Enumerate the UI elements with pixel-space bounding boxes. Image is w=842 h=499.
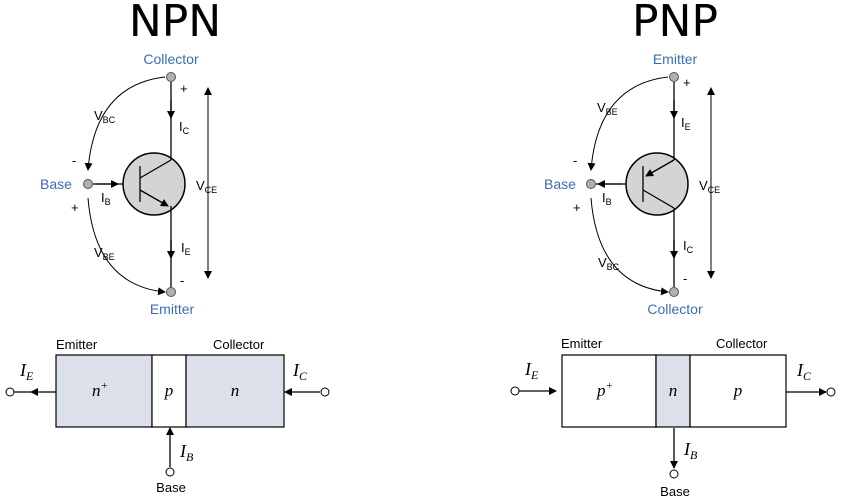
pnp-block-collector-label: Collector (716, 336, 768, 351)
npn-title: NPN (129, 0, 221, 47)
svg-text:IE: IE (181, 240, 191, 257)
npn-region-n-plus (55, 354, 153, 428)
pnp-region-n (655, 354, 691, 428)
npn-block-base-label: Base (156, 480, 186, 495)
svg-text:VCE: VCE (699, 178, 720, 195)
svg-text:IE: IE (681, 115, 691, 132)
npn-vbc-arc (84, 76, 166, 171)
svg-text:IE: IE (524, 359, 539, 382)
svg-text:-: - (180, 273, 184, 288)
npn-block-collector-label: Collector (213, 337, 265, 352)
svg-text:+: + (180, 81, 188, 96)
npn-block-emitter-label: Emitter (56, 337, 98, 352)
pnp-title: PNP (632, 0, 718, 47)
pnp-transistor-body (625, 152, 689, 216)
svg-text:-: - (573, 153, 577, 168)
svg-text:n+: n+ (92, 380, 108, 400)
svg-text:IC: IC (292, 360, 308, 383)
svg-text:IB: IB (602, 190, 612, 207)
npn-emitter-label: Emitter (150, 301, 195, 317)
npn-transistor-body (122, 152, 186, 216)
npn-block-diagram: Emitter Collector n+ p n IE IC IB Base (5, 337, 330, 495)
svg-text:n: n (231, 381, 240, 400)
pnp-base-label: Base (544, 176, 576, 192)
pnp-collector-label: Collector (647, 301, 703, 317)
pnp-vbe-arc (587, 76, 669, 171)
svg-text:VBC: VBC (94, 108, 116, 125)
pnp-block-emitter-label: Emitter (561, 336, 603, 351)
npn-emitter-terminal (166, 287, 176, 297)
svg-text:+: + (71, 200, 79, 215)
svg-text:p+: p+ (596, 380, 613, 400)
npn-collector-terminal (166, 72, 176, 82)
npn-symbol-diagram: NPN Collector Base Emitter IC IB IE VBC … (40, 0, 221, 317)
npn-base-terminal (83, 179, 93, 189)
svg-text:VBE: VBE (597, 100, 618, 117)
svg-text:+: + (683, 75, 691, 90)
svg-text:VCE: VCE (196, 178, 217, 195)
svg-text:VBE: VBE (94, 245, 115, 262)
pnp-emitter-label: Emitter (653, 51, 698, 67)
pnp-block-base-label: Base (660, 484, 690, 499)
pnp-base-terminal (586, 179, 596, 189)
pnp-block-diagram: Emitter Collector p+ n p IE IC IB Base (510, 336, 836, 499)
svg-text:p: p (733, 381, 743, 400)
npn-collector-label: Collector (143, 51, 199, 67)
svg-text:IB: IB (101, 190, 111, 207)
pnp-region-p-plus (561, 354, 657, 428)
svg-text:-: - (72, 153, 76, 168)
svg-text:IB: IB (179, 441, 194, 464)
svg-text:IB: IB (683, 439, 698, 462)
pnp-vbc-arc (590, 197, 669, 296)
svg-text:VBC: VBC (598, 255, 620, 272)
svg-text:IE: IE (19, 360, 34, 383)
svg-text:IC: IC (796, 360, 812, 383)
npn-vbe-arc (87, 197, 166, 296)
svg-text:+: + (573, 200, 581, 215)
svg-text:n: n (669, 381, 678, 400)
pnp-symbol-diagram: PNP Emitter Base Collector IE IB IC VBE … (544, 0, 720, 317)
pnp-collector-terminal (669, 287, 679, 297)
npn-region-n (185, 354, 285, 428)
pnp-region-p (689, 354, 787, 428)
svg-text:IC: IC (683, 238, 694, 255)
svg-text:-: - (683, 271, 687, 286)
npn-base-label: Base (40, 176, 72, 192)
svg-text:IC: IC (179, 119, 190, 136)
pnp-emitter-terminal (669, 72, 679, 82)
svg-text:p: p (164, 381, 174, 400)
